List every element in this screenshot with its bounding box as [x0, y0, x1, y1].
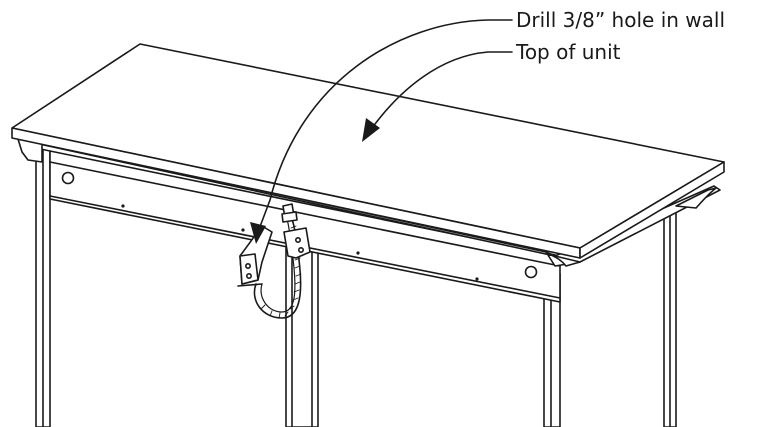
drill-hole-leader-arrow — [257, 19, 513, 233]
left-mounting-hole — [61, 171, 75, 185]
table-top — [11, 43, 725, 259]
top-of-unit-leader-arrow — [371, 51, 513, 129]
apron-small-holes — [121, 204, 479, 281]
crown-moulding — [13, 136, 721, 267]
cabinet-bracket — [281, 203, 311, 259]
drill-hole-arrowhead — [250, 222, 266, 244]
top-right-edge — [579, 161, 725, 259]
top-of-unit-arrowhead — [362, 118, 380, 142]
top-of-unit-label: Top of unit — [515, 40, 621, 64]
apron-holes — [61, 171, 538, 279]
right-mounting-hole — [524, 265, 538, 279]
drill-hole-label: Drill 3/8” hole in wall — [516, 8, 725, 32]
middle-stile — [285, 243, 319, 427]
wall-bracket — [237, 225, 273, 287]
